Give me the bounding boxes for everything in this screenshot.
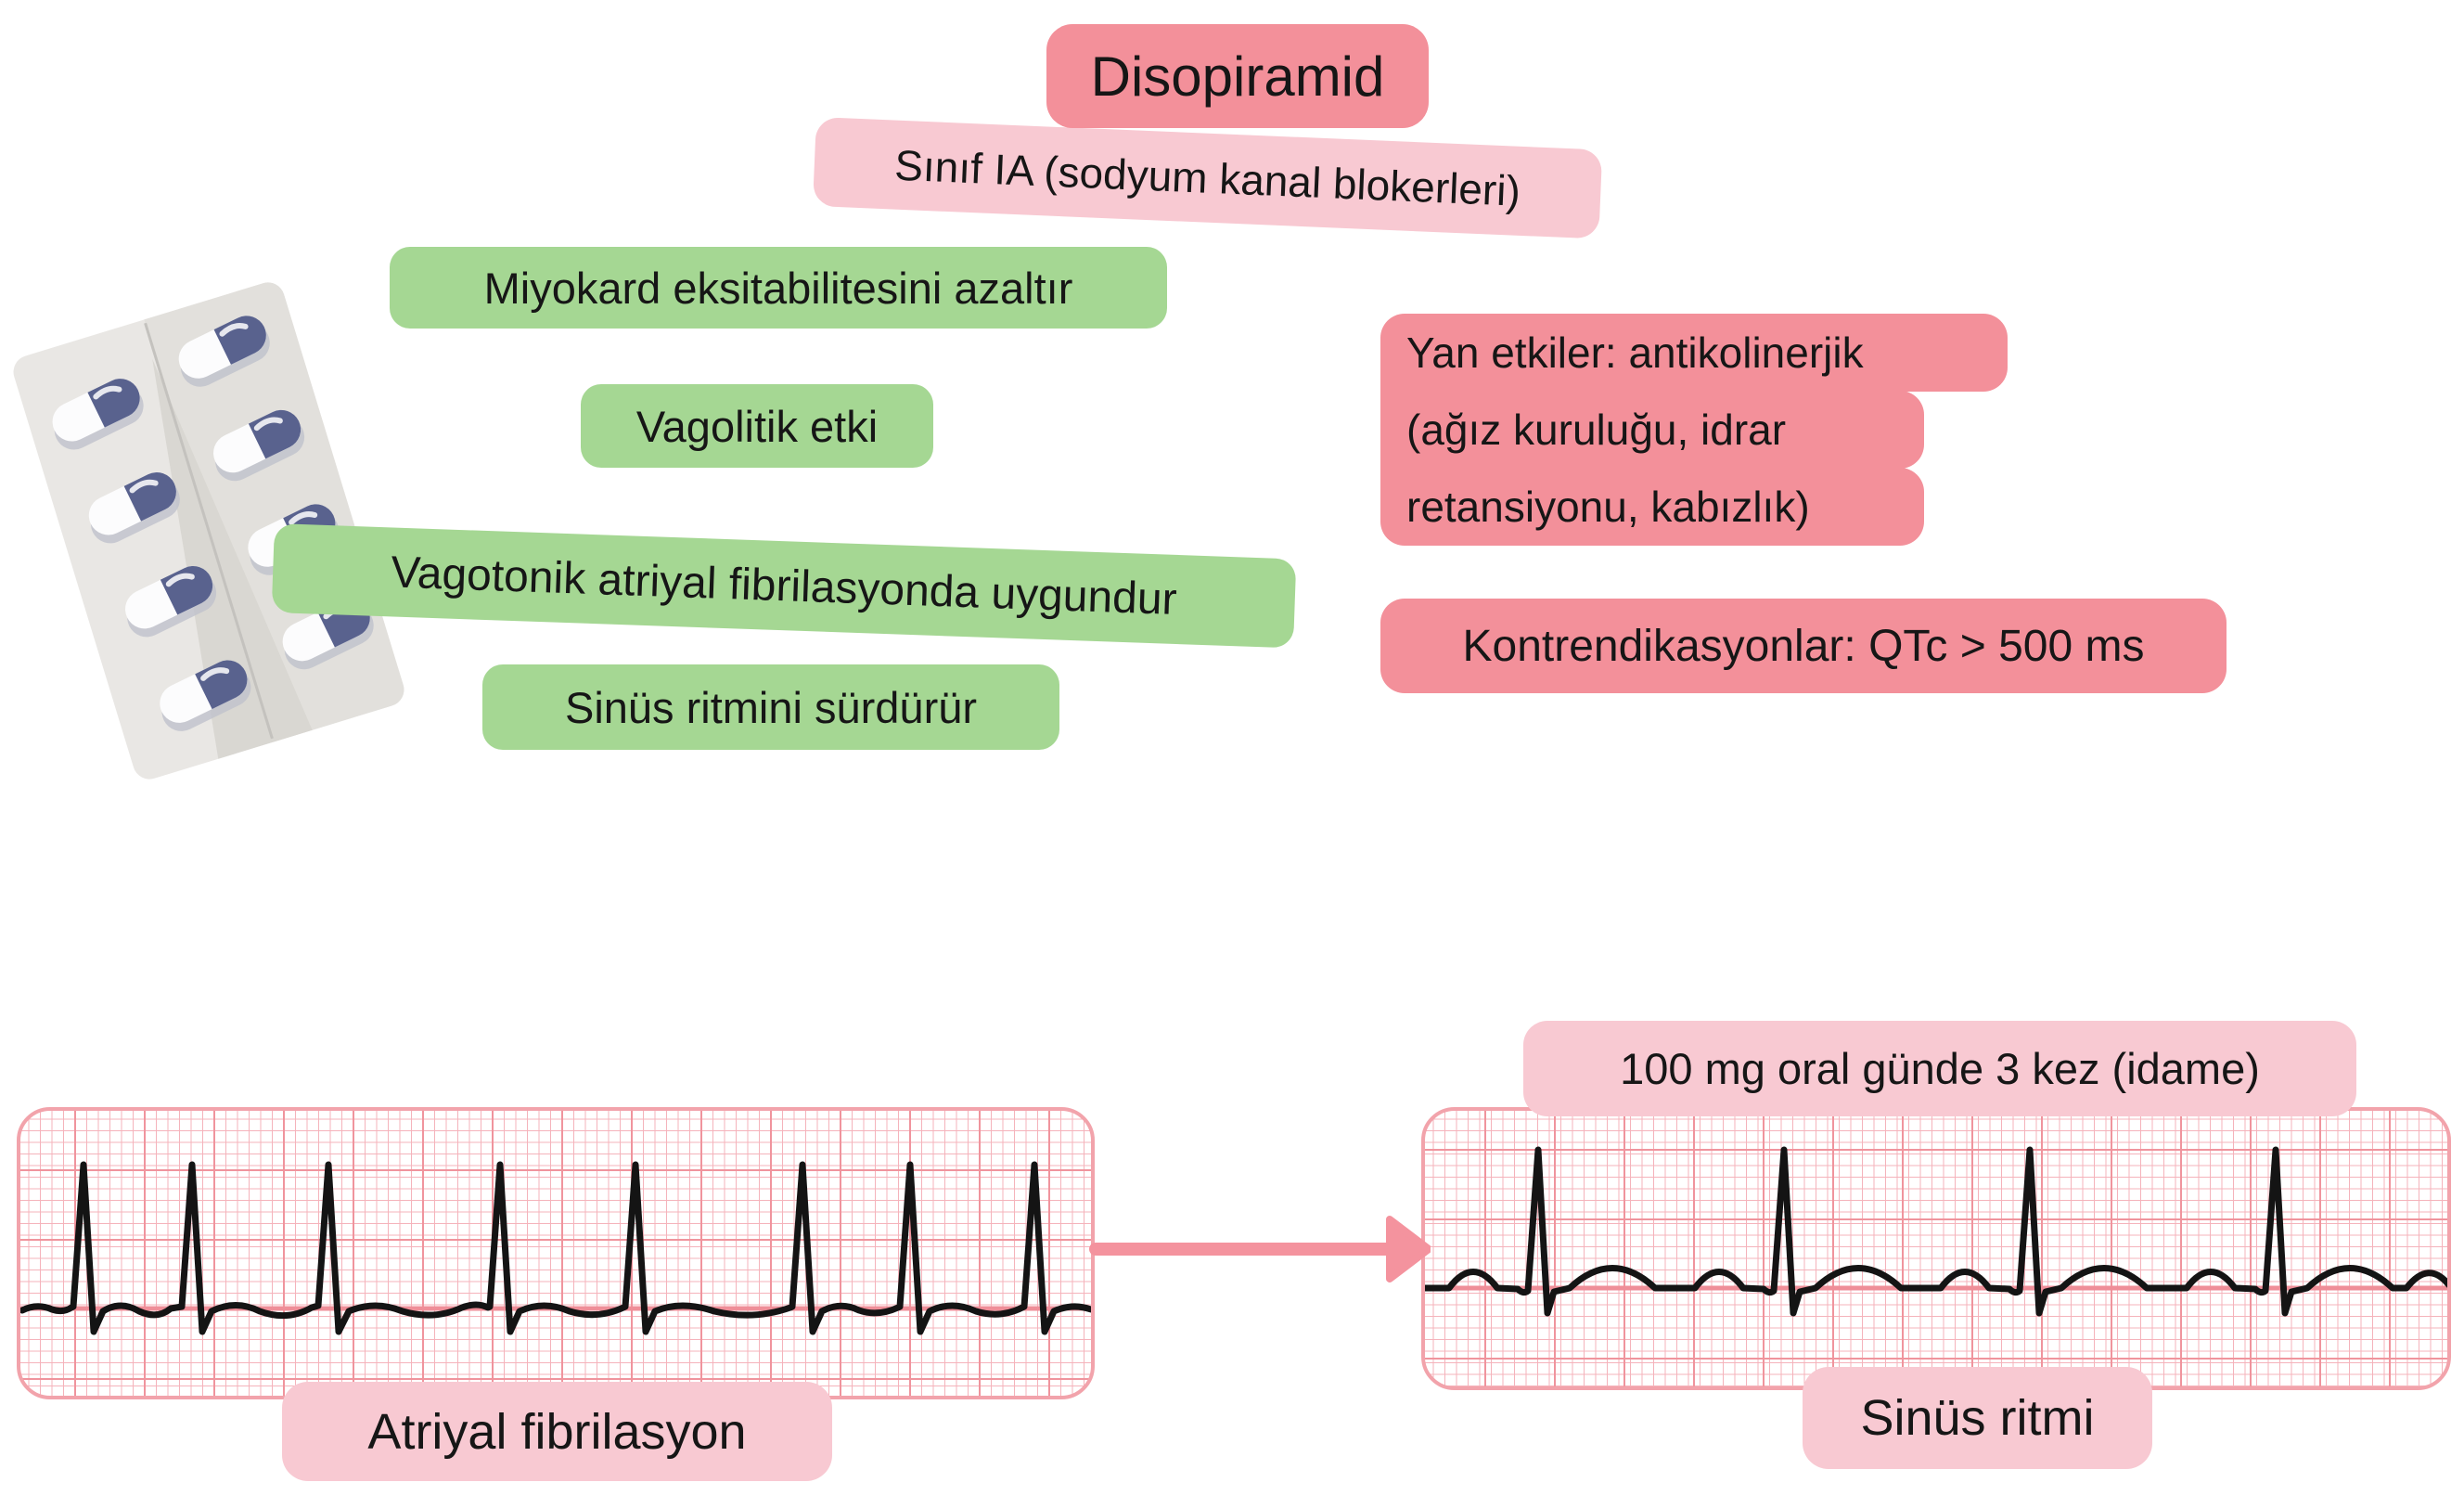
- capsule-icon: [213, 409, 305, 482]
- capsule-icon: [88, 472, 180, 544]
- effect-box-myocard-excitability: Miyokard eksitabilitesini azaltır: [390, 247, 1167, 329]
- side-effects-line: retansiyonu, kabızlık): [1380, 468, 1924, 546]
- ecg-sinus-rhythm-panel: [1421, 1107, 2451, 1390]
- capsule-icon: [178, 316, 270, 387]
- ecg-after-label-box: Sinüs ritmi: [1803, 1367, 2152, 1469]
- dose-note-box: 100 mg oral günde 3 kez (idame): [1523, 1021, 2356, 1116]
- contraindication-box: Kontrendikasyonlar: QTc > 500 ms: [1380, 599, 2227, 693]
- ecg-atrial-fibrillation-panel: [17, 1107, 1095, 1399]
- right-arrow-icon: [1089, 1216, 1431, 1282]
- capsule-icon: [52, 379, 144, 450]
- ecg-trace-sinus: [1423, 1146, 2449, 1317]
- drug-class-box: Sınıf IA (sodyum kanal blokerleri): [812, 117, 1603, 239]
- drug-title-box: Disopiramid: [1046, 24, 1429, 128]
- ecg-grid: [19, 1109, 1093, 1398]
- blister-fold-shadow: [152, 358, 313, 759]
- effect-box-vagolytic: Vagolitik etki: [581, 384, 933, 468]
- ecg-trace-afib: [19, 1161, 1093, 1335]
- ecg-grid: [1423, 1109, 2449, 1388]
- capsule-icon: [125, 565, 217, 638]
- effect-box-maintains-sinus: Sinüs ritmini sürdürür: [482, 664, 1059, 750]
- capsule-icon: [160, 660, 251, 731]
- ecg-before-label-box: Atriyal fibrilasyon: [282, 1382, 832, 1481]
- side-effects-line: Yan etkiler: antikolinerjik: [1380, 314, 2008, 392]
- side-effects-line: (ağız kuruluğu, idrar: [1380, 391, 1924, 469]
- blister-crease: [144, 322, 274, 740]
- side-effects-box: Yan etkiler: antikolinerjik (ağız kurulu…: [1380, 314, 2008, 546]
